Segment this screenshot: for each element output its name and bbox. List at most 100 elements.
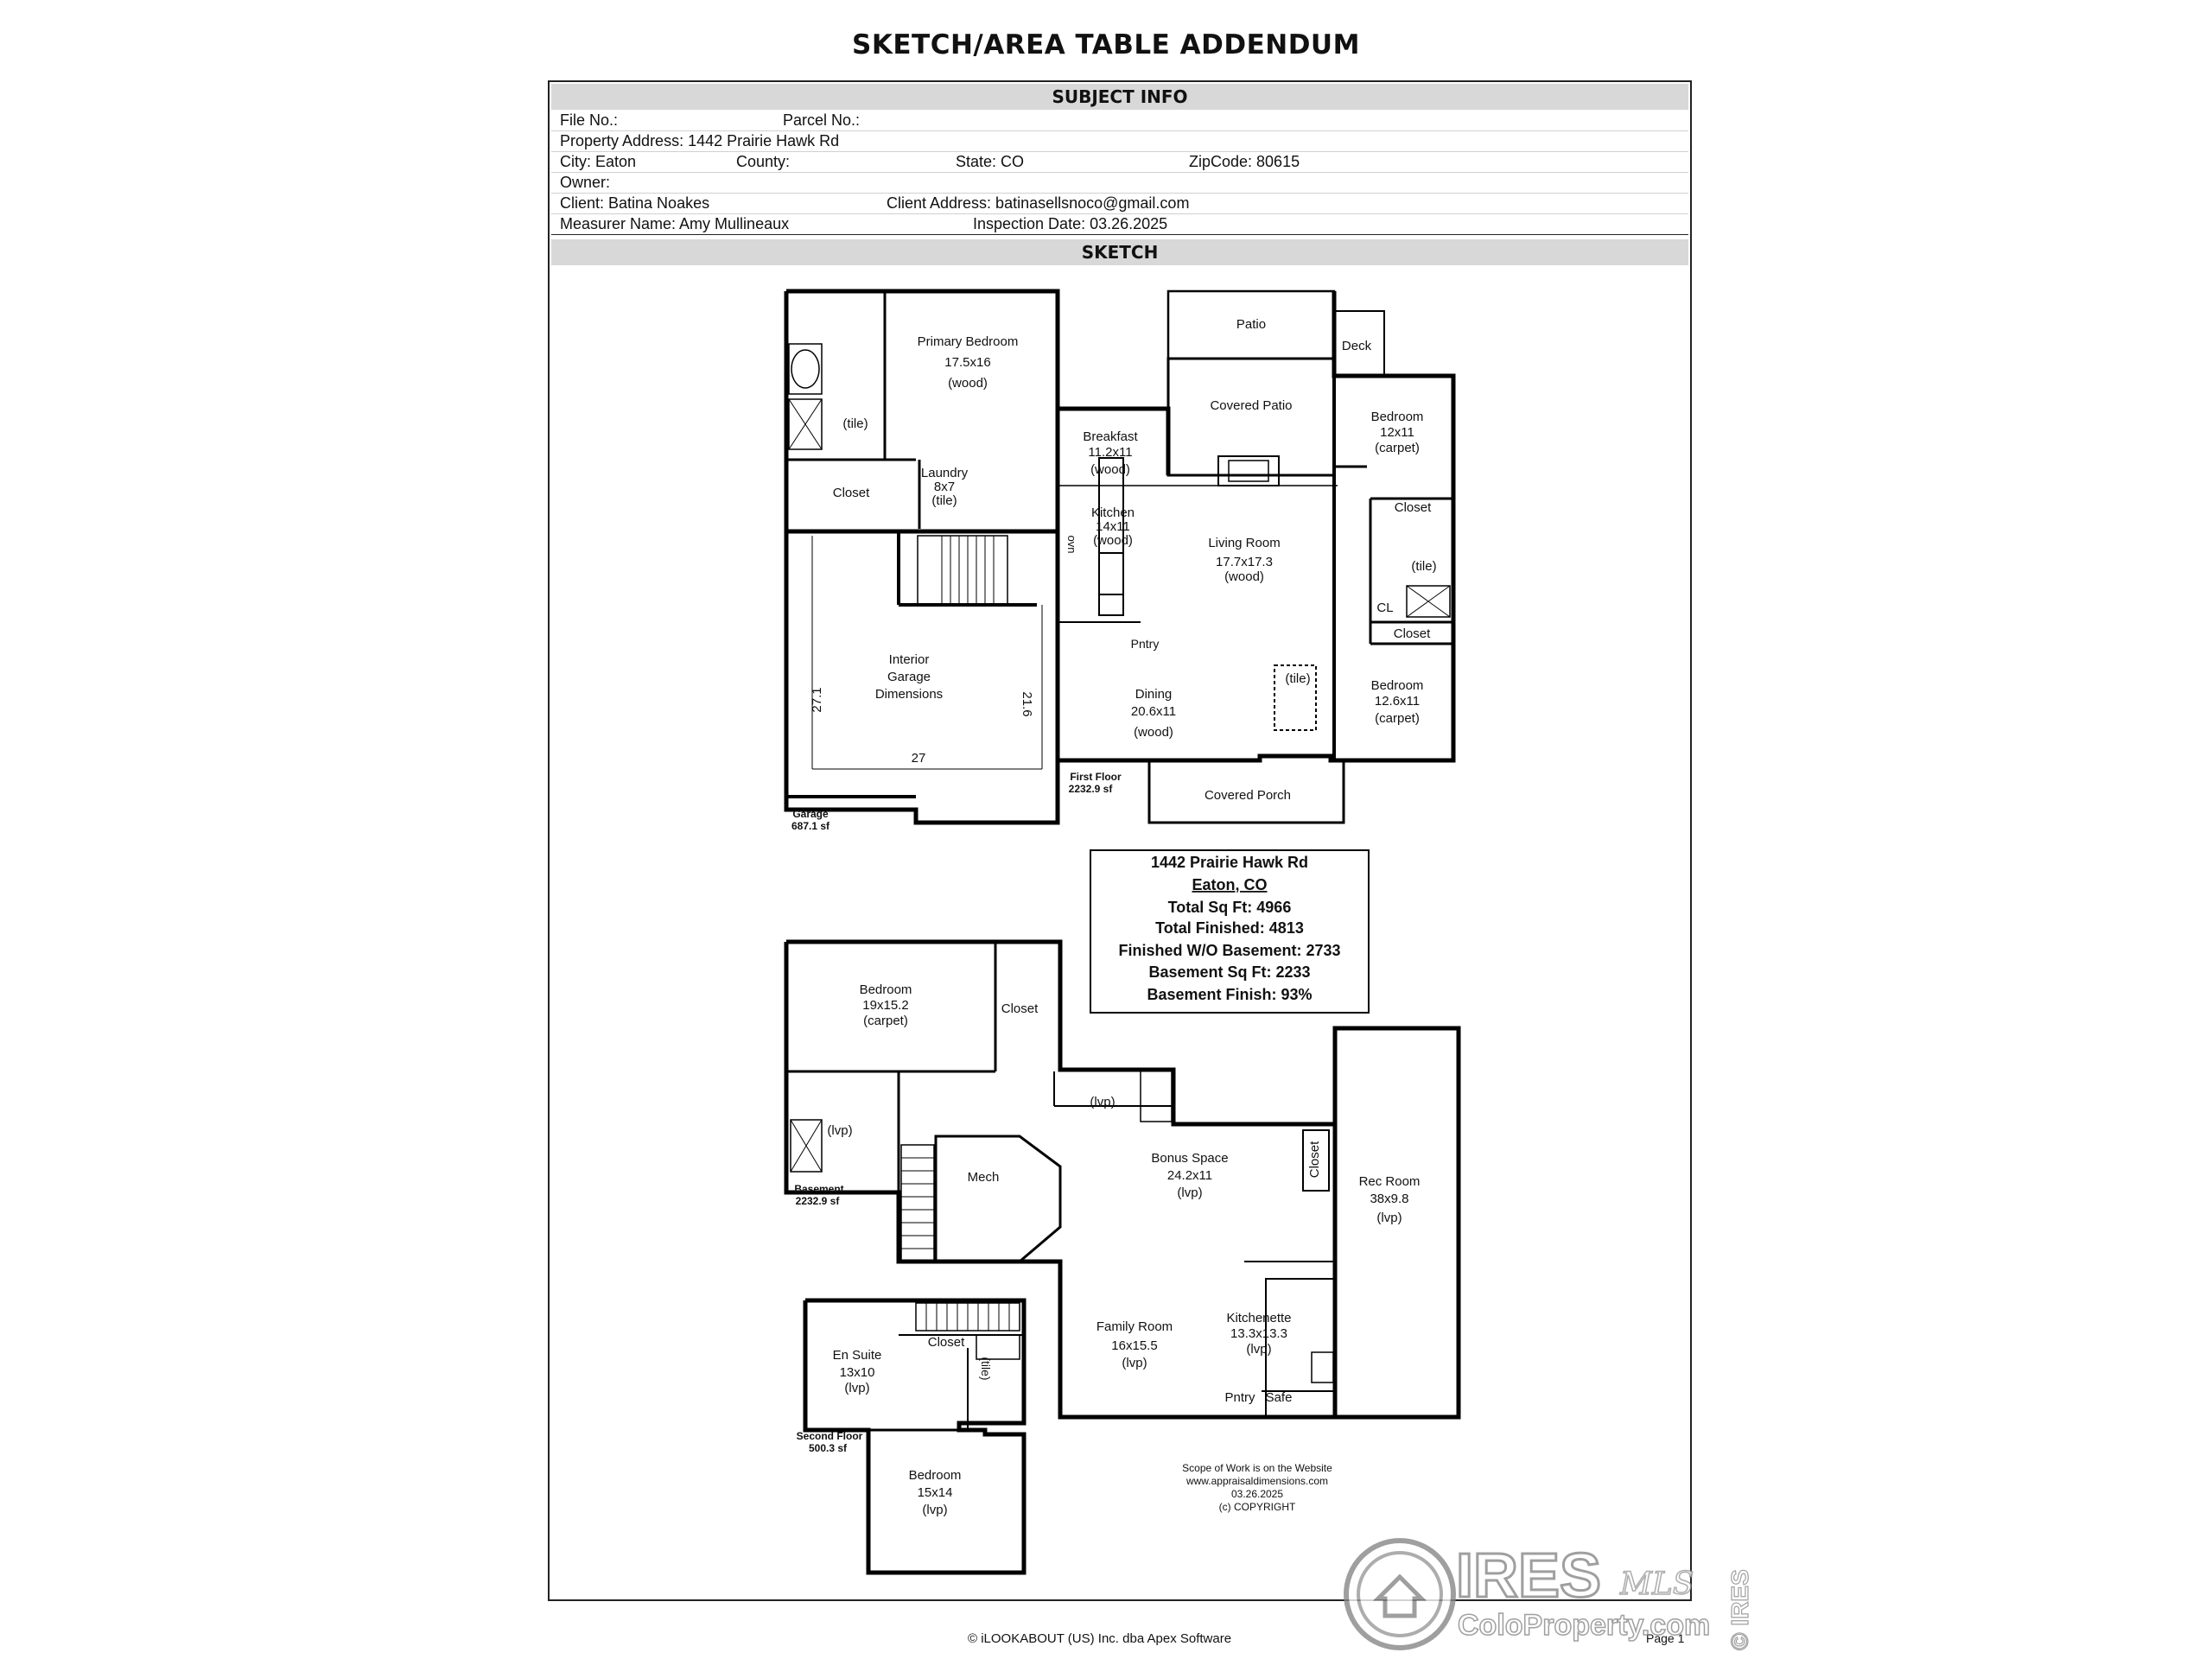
svg-text:Bedroom: Bedroom	[1371, 678, 1424, 693]
svg-text:21.6: 21.6	[1020, 691, 1034, 716]
svg-text:(tile): (tile)	[931, 493, 957, 508]
inspection-date: Inspection Date: 03.26.2025	[973, 215, 1168, 232]
svg-text:Closet: Closet	[1394, 626, 1431, 641]
svg-text:20.6x11: 20.6x11	[1131, 704, 1176, 719]
svg-text:Bonus Space: Bonus Space	[1151, 1151, 1228, 1166]
basement-labels: Bedroom 19x15.2 (carpet) Closet (lvp) (l…	[794, 982, 1420, 1405]
svg-text:Eaton, CO: Eaton, CO	[1192, 876, 1267, 893]
svg-text:Closet: Closet	[928, 1335, 965, 1350]
subject-row-6: Measurer Name: Amy Mullineaux Inspection…	[551, 213, 1688, 235]
ires-logo-icon	[1344, 1538, 1456, 1650]
svg-text:Family Room: Family Room	[1096, 1319, 1173, 1334]
scope-note: Scope of Work is on the Website www.appr…	[1182, 1462, 1332, 1513]
svg-text:En Suite: En Suite	[833, 1348, 882, 1363]
svg-text:12x11: 12x11	[1380, 425, 1414, 440]
document-title: SKETCH/AREA TABLE ADDENDUM	[852, 29, 1360, 60]
svg-text:Bedroom: Bedroom	[1371, 410, 1424, 424]
svg-text:13x10: 13x10	[840, 1365, 875, 1380]
svg-text:(lvp): (lvp)	[827, 1123, 852, 1138]
svg-text:2232.9 sf: 2232.9 sf	[796, 1195, 841, 1207]
sketch-header: SKETCH	[551, 239, 1688, 265]
svg-text:MLS: MLS	[1619, 1567, 1694, 1602]
room-name: Primary Bedroom	[918, 334, 1019, 349]
svg-text:Breakfast: Breakfast	[1083, 429, 1138, 444]
svg-text:Patio: Patio	[1236, 317, 1266, 332]
second-floor-plan	[803, 1298, 1027, 1575]
svg-text:2232.9 sf: 2232.9 sf	[1069, 783, 1114, 795]
svg-text:Pntry: Pntry	[1224, 1390, 1255, 1405]
svg-text:Interior: Interior	[889, 652, 930, 667]
svg-text:19x15.2: 19x15.2	[862, 998, 908, 1013]
svg-text:Basement Finish: 93%: Basement Finish: 93%	[1147, 986, 1312, 1003]
svg-text:38x9.8: 38x9.8	[1370, 1192, 1408, 1206]
svg-text:500.3 sf: 500.3 sf	[809, 1442, 848, 1454]
svg-text:Deck: Deck	[1342, 339, 1372, 353]
subject-row-3: City: Eaton County: State: CO ZipCode: 8…	[551, 151, 1688, 173]
svg-text:(wood): (wood)	[1090, 462, 1130, 477]
measurer-name: Measurer Name: Amy Mullineaux	[560, 215, 790, 232]
svg-text:16x15.5: 16x15.5	[1111, 1338, 1157, 1353]
svg-text:Basement: Basement	[794, 1183, 843, 1195]
subject-row-4: Owner:	[551, 172, 1688, 194]
svg-text:(lvp): (lvp)	[844, 1381, 869, 1395]
first-floor-plan	[784, 289, 1456, 825]
svg-text:Total Sq Ft: 4966: Total Sq Ft: 4966	[1168, 899, 1292, 916]
zipcode: ZipCode: 80615	[1189, 153, 1300, 170]
svg-text:IRES: IRES	[1456, 1541, 1601, 1611]
svg-text:(carpet): (carpet)	[863, 1014, 908, 1028]
svg-text:CL: CL	[1376, 601, 1393, 615]
svg-text:Covered Patio: Covered Patio	[1210, 398, 1292, 413]
svg-text:687.1 sf: 687.1 sf	[791, 820, 830, 832]
svg-text:ovn: ovn	[1065, 536, 1078, 554]
svg-text:(lvp): (lvp)	[1090, 1095, 1115, 1109]
svg-text:Covered Porch: Covered Porch	[1205, 788, 1291, 803]
svg-text:Laundry: Laundry	[921, 466, 969, 480]
area-summary-box: 1442 Prairie Hawk Rd Eaton, CO Total Sq …	[1090, 849, 1370, 1014]
subject-info-header: SUBJECT INFO	[551, 84, 1688, 110]
parcel-no: Parcel No.:	[783, 111, 861, 129]
svg-text:(carpet): (carpet)	[1375, 441, 1420, 455]
state: State: CO	[956, 153, 1025, 170]
svg-text:Closet: Closet	[1001, 1001, 1039, 1016]
file-no: File No.:	[560, 111, 619, 129]
svg-text:Second Floor: Second Floor	[797, 1430, 863, 1442]
svg-text:www.appraisaldimensions.com: www.appraisaldimensions.com	[1185, 1475, 1328, 1487]
client: Client: Batina Noakes	[560, 194, 710, 212]
svg-text:8x7: 8x7	[934, 480, 955, 494]
svg-text:03.26.2025: 03.26.2025	[1231, 1488, 1283, 1500]
svg-text:Kitchenette: Kitchenette	[1226, 1311, 1291, 1325]
svg-text:(tile): (tile)	[979, 1357, 993, 1380]
basement-plan	[784, 939, 1461, 1420]
client-address: Client Address: batinasellsnoco@gmail.co…	[887, 194, 1190, 212]
svg-text:(c) COPYRIGHT: (c) COPYRIGHT	[1219, 1501, 1296, 1513]
addendum-frame: SUBJECT INFO File No.: Parcel No.: Prope…	[548, 80, 1692, 1601]
svg-text:Safe: Safe	[1266, 1390, 1293, 1405]
svg-text:1442 Prairie Hawk Rd: 1442 Prairie Hawk Rd	[1151, 854, 1308, 871]
owner: Owner:	[560, 174, 611, 191]
svg-text:27.1: 27.1	[810, 687, 824, 712]
svg-text:(tile): (tile)	[1285, 671, 1310, 686]
svg-text:24.2x11: 24.2x11	[1167, 1168, 1212, 1183]
svg-text:Kitchen: Kitchen	[1091, 505, 1135, 520]
svg-text:13.3x13.3: 13.3x13.3	[1230, 1326, 1287, 1341]
svg-text:Basement Sq Ft: 2233: Basement Sq Ft: 2233	[1148, 963, 1310, 981]
svg-text:Closet: Closet	[1395, 500, 1432, 515]
svg-text:Bedroom: Bedroom	[909, 1468, 962, 1483]
svg-text:(wood): (wood)	[1134, 725, 1173, 740]
first-floor-labels: Primary Bedroom 17.5x16 (wood) (tile) Cl…	[791, 317, 1437, 832]
svg-text:17.7x17.3: 17.7x17.3	[1216, 555, 1273, 569]
svg-text:Dimensions: Dimensions	[875, 687, 943, 702]
svg-text:© IRES: © IRES	[1726, 1569, 1753, 1650]
svg-text:(tile): (tile)	[842, 416, 868, 431]
svg-text:(tile): (tile)	[1411, 559, 1436, 574]
ires-watermark: IRES MLS ColoProperty.com © IRES	[1344, 1538, 1754, 1651]
svg-text:Dining: Dining	[1135, 687, 1173, 702]
svg-text:Garage: Garage	[792, 808, 829, 820]
svg-text:(lvp): (lvp)	[922, 1503, 947, 1517]
svg-text:Total Finished: 4813: Total Finished: 4813	[1155, 919, 1304, 937]
svg-text:(lvp): (lvp)	[1122, 1356, 1147, 1370]
svg-text:Primary Bedroom: Primary Bedroom	[918, 334, 1019, 349]
svg-text:Bedroom: Bedroom	[860, 982, 912, 997]
county: County:	[736, 153, 791, 170]
